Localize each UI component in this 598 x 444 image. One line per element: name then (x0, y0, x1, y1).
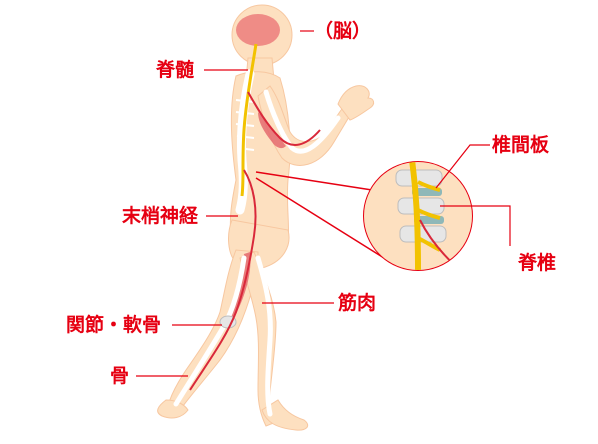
label-bone: 骨 (110, 365, 129, 387)
label-peripheral-nerve: 末梢神経 (122, 205, 198, 227)
label-intervertebral-disc: 椎間板 (492, 134, 549, 156)
label-brain: （脳） (314, 20, 371, 42)
label-spinal-cord: 脊髄 (156, 59, 194, 81)
brain-shape (236, 14, 280, 46)
label-joint-cartilage: 関節・軟骨 (66, 314, 161, 336)
label-spine: 脊椎 (518, 252, 556, 274)
label-muscle: 筋肉 (338, 292, 376, 314)
